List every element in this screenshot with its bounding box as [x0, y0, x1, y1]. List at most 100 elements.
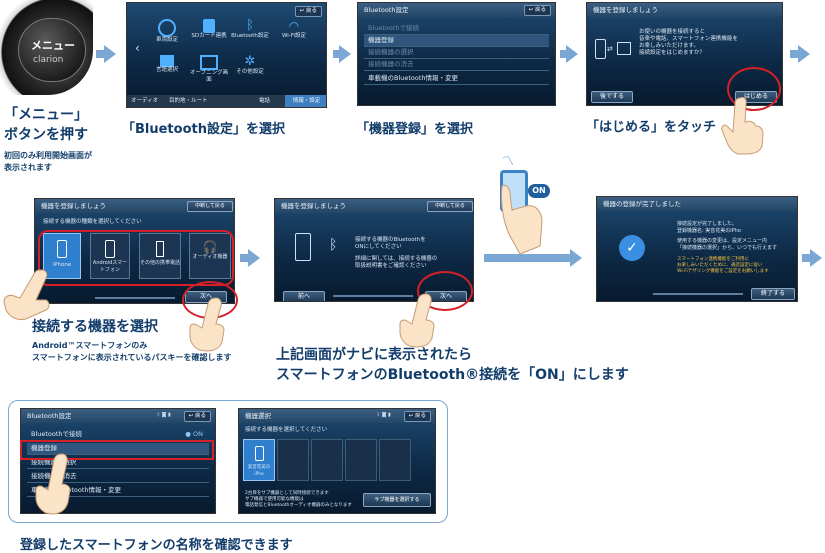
back-button[interactable]: ↩ 戻る [403, 411, 431, 422]
abort-button[interactable]: 中断して戻る [187, 201, 233, 212]
menu-label: メニュー [31, 39, 75, 52]
finish-button[interactable]: 終了する [751, 288, 795, 300]
back-button[interactable]: ↩ 戻る [523, 5, 551, 16]
arrow-2 [339, 45, 351, 63]
icon-label: 言語選択 [155, 67, 178, 73]
device-slot-selected[interactable]: 実音花美のiPho [243, 439, 275, 481]
instruction-text: 接続する機器を選択してください [245, 427, 328, 433]
step6-caption-2: スマートフォンのBluetooth®接続を「ON」にします [276, 367, 629, 383]
instruction-text: 接続する機器の種類を選択してください [43, 219, 142, 225]
screen-title: Bluetooth設定 [358, 3, 555, 17]
device-slot-empty[interactable] [277, 439, 309, 481]
select-sub-device-button[interactable]: サブ機器を選択する [363, 493, 431, 507]
bluetooth-icon: ᛒ [246, 18, 254, 33]
row-bluetooth-info[interactable]: 車載機のBluetooth情報・変更 [27, 485, 209, 497]
icon-bluetooth-settings[interactable]: ᛒ Bluetooth設定 [231, 19, 269, 40]
device-slot-empty[interactable] [379, 439, 411, 481]
abort-button[interactable]: 中断して戻る [427, 201, 473, 212]
signal-waves-icon: 〽 [502, 154, 515, 168]
brand-label: clarion [33, 55, 64, 65]
bluetooth-status: ● ON [185, 430, 203, 438]
device-audio[interactable]: 🎧 オーディオ機器 [189, 233, 231, 279]
start-highlight-ring [727, 67, 781, 111]
menu-hardware-button[interactable]: メニュー clarion [18, 18, 86, 82]
back-arrow-icon: ↩ [408, 413, 414, 419]
holding-hand-icon [501, 185, 543, 255]
step1-caption-2: ボタンを押す [4, 127, 88, 143]
device-slot-empty[interactable] [345, 439, 377, 481]
pointing-hand-icon [35, 453, 71, 515]
chevron-left-icon[interactable]: ‹ [135, 41, 140, 55]
row-select-device[interactable]: 接続機器の選択 [364, 47, 549, 59]
icon-other-settings[interactable]: ✲ その他設定 [231, 55, 269, 76]
device-android[interactable]: Androidスマートフォン [90, 233, 130, 279]
row-bluetooth-connect[interactable]: Bluetoothで接続 [364, 23, 549, 35]
step5-note-1: Android™スマートフォンのみ [32, 341, 148, 350]
device-slot-empty[interactable] [311, 439, 343, 481]
icon-wifi-settings[interactable]: ◠ Wi-Fi設定 [273, 19, 315, 40]
screen-title: 機器を登録しましょう [275, 199, 473, 213]
iphone-icon [254, 446, 264, 461]
device-iphone[interactable]: iPhone [43, 233, 81, 279]
icon-opening-screen[interactable]: オープニング画面 [189, 55, 229, 84]
screen-title: 機器選択 [239, 409, 435, 423]
back-button[interactable]: ↩ 戻る [294, 6, 322, 17]
icon-sd-card[interactable]: SDカード連携 [189, 19, 229, 40]
back-label: 戻る [534, 7, 546, 13]
selected-device-name: 実音花美のiPho [247, 465, 271, 477]
icon-language[interactable]: 言語選択 [149, 55, 185, 74]
screen-title: 機器を登録しましょう [587, 3, 782, 17]
step2-caption: 「Bluetooth設定」を選択 [122, 122, 285, 137]
complete-text: 接続設定が完了しました。登録機器名: 実音花美のiPho 使用する機器の変更は、… [677, 221, 778, 251]
device-other-phone[interactable]: その他の携帯電話 [139, 233, 181, 279]
step3-caption: 「機器登録」を選択 [356, 122, 474, 137]
screen-title: Bluetooth設定 [21, 409, 215, 423]
row-device-registration[interactable]: 機器登録 [364, 35, 549, 47]
step4-caption: 「はじめる」をタッチ [586, 120, 717, 135]
progress-track [95, 297, 175, 299]
pointing-hand-icon [721, 96, 764, 155]
device-label: オーディオ機器 [192, 254, 228, 260]
intro-text: お使いの機器を接続すると音楽や電話、スマートフォン連携機能を お楽しみいただけま… [639, 29, 738, 56]
back-button[interactable]: ↩ 戻る [183, 411, 211, 422]
icon-label: 車両設定 [155, 37, 178, 43]
tab-audio[interactable]: オーディオ [131, 98, 159, 104]
icon-vehicle-settings[interactable]: 車両設定 [149, 19, 185, 44]
step1-note-2: 表示されます [4, 163, 52, 172]
device-label: その他の携帯電話 [140, 260, 181, 266]
vehicle-settings-icon [158, 19, 176, 37]
screen-title: 機器を登録しましょう [35, 199, 234, 213]
pointing-hand-icon [3, 269, 50, 321]
tab-info-settings[interactable]: 情報・設定 [285, 95, 326, 107]
row-bluetooth-info[interactable]: 車載機のBluetooth情報・変更 [364, 73, 549, 85]
registration-complete-screen: 機器の登録が完了しました ✓ 接続設定が完了しました。登録機器名: 実音花美のi… [596, 196, 798, 302]
step5-caption: 接続する機器を選択 [32, 319, 158, 335]
back-arrow-icon: ↩ [188, 413, 194, 419]
arrow-7 [810, 249, 822, 267]
tab-phone[interactable]: 電話 [259, 98, 271, 104]
arrow-6 [570, 249, 582, 267]
on-badge: ON [528, 184, 550, 198]
opening-screen-icon [200, 55, 218, 70]
icon-label: その他設定 [236, 69, 264, 75]
device-label: iPhone [52, 262, 72, 268]
icon-label: オープニング画面 [189, 70, 229, 83]
tab-route[interactable]: 目的地・ルート [169, 98, 208, 104]
status-icons: ᛒ ◙ ▮ [157, 412, 171, 418]
next-highlight-ring [417, 271, 473, 311]
arrow-7-shaft [802, 254, 810, 262]
arrow-2-shaft [333, 50, 339, 58]
later-button[interactable]: 後でする [591, 91, 633, 103]
back-label: 戻る [305, 8, 317, 14]
icon-label: SDカード連携 [191, 33, 227, 39]
prev-button[interactable]: 前へ [283, 291, 325, 301]
back-arrow-icon: ↩ [528, 7, 534, 13]
row-device-registration[interactable]: 機器登録 [27, 443, 209, 455]
bluetooth-icon: ᛒ [329, 237, 338, 253]
row-delete-device[interactable]: 接続機器の消去 [364, 59, 549, 71]
step6-caption-1: 上記画面がナビに表示されたら [276, 347, 472, 363]
confirmation-panel [8, 400, 448, 523]
gear-icon: ✲ [244, 54, 256, 69]
